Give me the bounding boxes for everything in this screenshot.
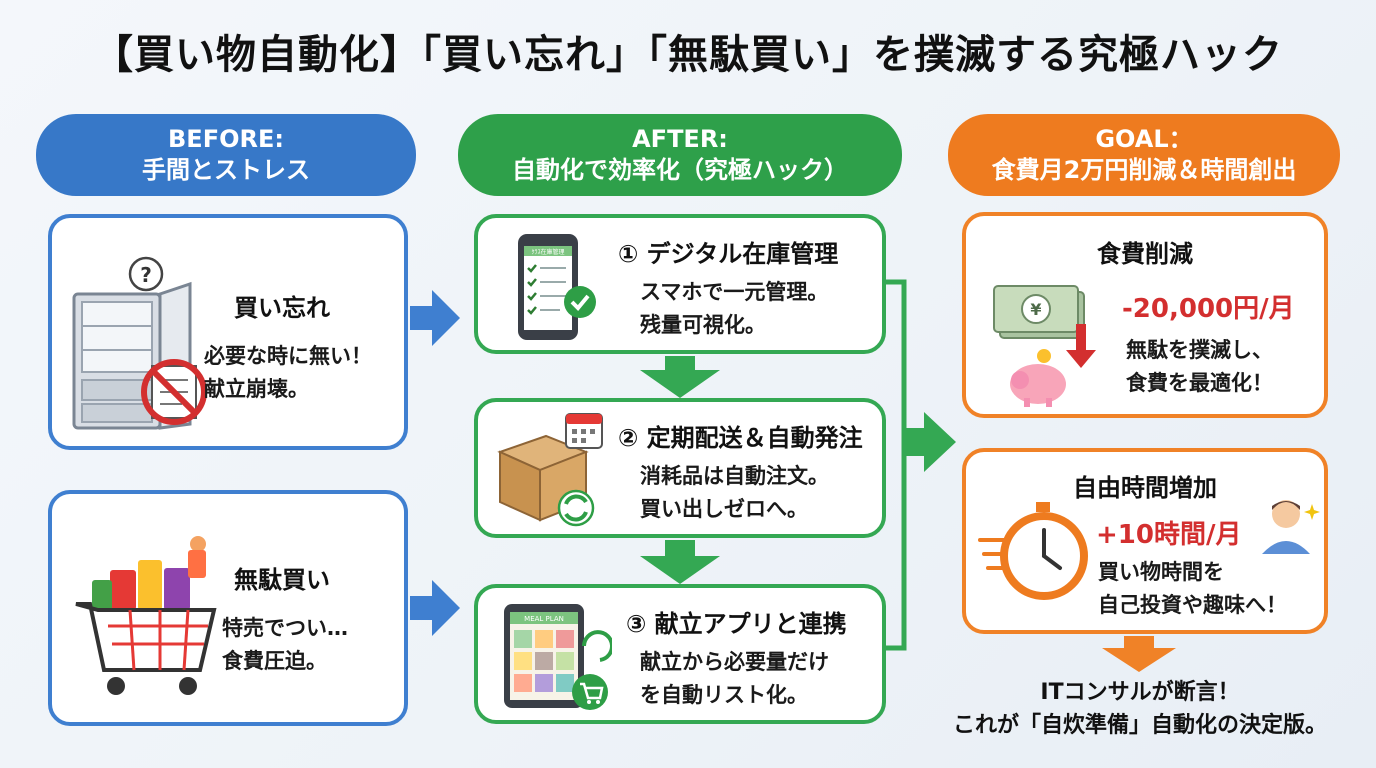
step1-text: スマホで一元管理。 残量可視化。 <box>640 276 828 342</box>
step3-text: 献立から必要量だけ を自動リスト化。 <box>640 646 829 712</box>
cart-icon <box>572 674 608 710</box>
goal-header-line1: GOAL： <box>1095 125 1193 153</box>
goal-time-text: 買い物時間を 自己投資や趣味へ！ <box>1098 556 1287 622</box>
goal-time-line1: 買い物時間を <box>1098 560 1224 584</box>
step1-heading: ① デジタル在庫管理 <box>618 240 839 268</box>
before-card-waste: 無駄買い 特売でつい… 食費圧迫。 <box>48 490 408 726</box>
step3-heading: ③ 献立アプリと連携 <box>626 610 847 638</box>
bracket-connector <box>884 279 907 651</box>
goal-food-text: 無駄を撲滅し、 食費を最適化！ <box>1126 334 1273 400</box>
step3-line2: を自動リスト化。 <box>640 683 808 707</box>
before-card-forgot: ? 買い忘れ 必要な時に無い！ 献立崩壊。 <box>48 214 408 450</box>
goal-card-free-time: 自由時間増加 +10時間/月 買い物時間を 自己投資や趣味へ！ <box>962 448 1328 634</box>
after-header: AFTER: 自動化で効率化（究極ハック） <box>458 114 902 196</box>
goal-food-heading: 食費削減 <box>1097 240 1193 268</box>
before-waste-heading: 無駄買い <box>234 566 330 594</box>
stopwatch-icon <box>978 502 1088 600</box>
tablet-mealplan-icon: MEAL PLAN <box>504 604 612 710</box>
arrow-down-red-icon <box>1066 324 1096 368</box>
goal-time-amount: +10時間/月 <box>1096 520 1242 550</box>
arrow-right-icon <box>410 290 460 346</box>
question-bubble-icon <box>128 256 164 292</box>
footer-line1: ITコンサルが断言！ <box>1040 680 1240 705</box>
before-waste-line1: 特売でつい… <box>222 616 348 640</box>
goal-card-food-cost: 食費削減 ¥ -20,000円/月 無駄を撲滅し、 食費を最適化！ <box>962 212 1328 418</box>
step1-line2: 残量可視化。 <box>640 313 766 337</box>
goal-food-line2: 食費を最適化！ <box>1126 371 1273 395</box>
before-forgot-text: 必要な時に無い！ 献立崩壊。 <box>204 340 372 406</box>
step2-text: 消耗品は自動注文。 買い出しゼロへ。 <box>640 460 829 526</box>
smartphone-checklist-icon: ｸﾗｽ在庫管理 <box>518 234 596 340</box>
step3-line1: 献立から必要量だけ <box>640 650 829 674</box>
before-waste-text: 特売でつい… 食費圧迫。 <box>222 612 348 678</box>
before-forgot-heading: 買い忘れ <box>234 294 330 322</box>
goal-header: GOAL： 食費月2万円削減＆時間創出 <box>948 114 1340 196</box>
goal-food-amount: -20,000円/月 <box>1122 294 1295 324</box>
footer-conclusion: ITコンサルが断言！ これが「自炊準備」自動化の決定版。 <box>930 676 1350 742</box>
goal-header-line2: 食費月2万円削減＆時間創出 <box>991 156 1297 184</box>
sparkle-icon <box>1304 504 1320 520</box>
arrow-down-icon <box>640 356 720 398</box>
arrow-down-icon <box>1102 636 1176 672</box>
arrow-down-icon <box>640 540 720 584</box>
goal-time-heading: 自由時間増加 <box>1073 474 1217 502</box>
delivery-box-icon <box>497 413 603 527</box>
goal-food-line1: 無駄を撲滅し、 <box>1126 338 1273 362</box>
step2-heading: ② 定期配送＆自動発注 <box>618 424 863 452</box>
footer-line2: これが「自炊準備」自動化の決定版。 <box>952 713 1327 738</box>
after-step-inventory: ｸﾗｽ在庫管理 ① デジタル在庫管理 スマホで一元管理。 残量可視化。 <box>474 214 886 354</box>
svg-text:?: ? <box>140 263 152 287</box>
before-header-line2: 手間とストレス <box>142 156 310 184</box>
person-avatar-icon <box>1262 500 1320 554</box>
arrow-right-icon <box>410 580 460 636</box>
svg-text:¥: ¥ <box>1030 300 1041 319</box>
phone-app-label: ｸﾗｽ在庫管理 <box>531 248 564 256</box>
money-saving-icon: ¥ <box>993 285 1096 407</box>
before-forgot-line1: 必要な時に無い！ <box>204 344 372 368</box>
before-forgot-line2: 献立崩壊。 <box>204 377 309 401</box>
step1-line1: スマホで一元管理。 <box>640 280 829 304</box>
after-step-mealplan: MEAL PLAN ③ 献立アプリと連携 献立から必要量だけ を自動リスト化。 <box>474 584 886 724</box>
after-step-delivery: ② 定期配送＆自動発注 消耗品は自動注文。 買い出しゼロへ。 <box>474 398 886 538</box>
after-header-line1: AFTER: <box>632 125 728 153</box>
tablet-app-label: MEAL PLAN <box>524 615 564 623</box>
before-waste-line2: 食費圧迫。 <box>222 649 327 673</box>
step2-line2: 買い出しゼロへ。 <box>640 497 808 521</box>
before-header-line1: BEFORE: <box>168 125 284 153</box>
goal-time-line2: 自己投資や趣味へ！ <box>1098 593 1287 617</box>
step2-line1: 消耗品は自動注文。 <box>640 464 829 488</box>
after-header-line2: 自動化で効率化（究極ハック） <box>512 156 848 184</box>
before-header: BEFORE: 手間とストレス <box>36 114 416 196</box>
check-circle-icon <box>564 286 596 318</box>
yen-icon <box>1021 294 1051 324</box>
fridge-icon: ? <box>72 256 207 430</box>
arrow-right-icon <box>904 412 956 472</box>
page-title: 【買い物自動化】「買い忘れ」「無駄買い」を撲滅する究極ハック <box>93 32 1283 78</box>
shopping-cart-icon <box>75 536 217 695</box>
